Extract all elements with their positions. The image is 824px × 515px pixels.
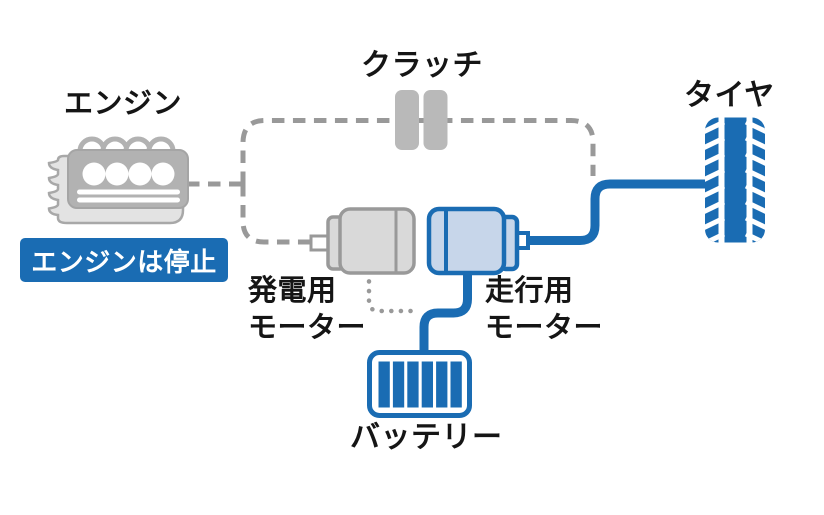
- drive-motor-label: 走行用 モーター: [485, 275, 604, 344]
- engine-label: エンジン: [64, 88, 183, 120]
- power-flow-lines: [419, 179, 707, 356]
- generator-motor-label: 発電用 モーター: [248, 275, 367, 344]
- clutch-icon: [395, 90, 448, 150]
- battery-label: バッテリー: [350, 421, 503, 454]
- tire-icon: [705, 117, 765, 243]
- dotted-electrical-path: [366, 240, 416, 314]
- engine-status-badge: エンジンは停止: [20, 238, 228, 282]
- generator-motor-icon: [309, 207, 416, 275]
- battery-icon: [367, 350, 472, 418]
- tire-label: タイヤ: [684, 79, 775, 112]
- engine-icon: [47, 136, 189, 225]
- drive-motor-icon: [426, 206, 530, 276]
- dashed-mechanical-path: [187, 118, 596, 245]
- clutch-label: クラッチ: [361, 49, 483, 82]
